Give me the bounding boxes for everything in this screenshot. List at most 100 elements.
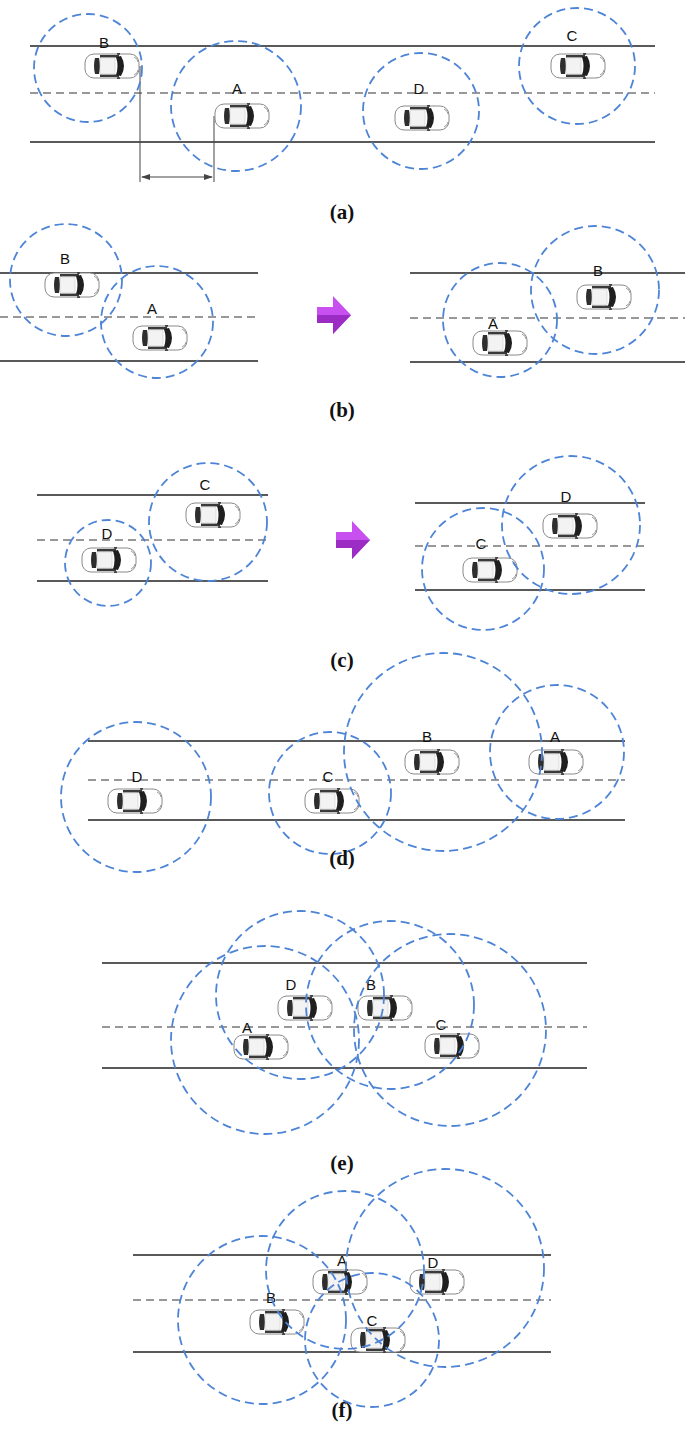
car — [463, 556, 517, 584]
range-circle-outline — [346, 1169, 544, 1367]
range-circle: C — [518, 7, 636, 125]
road-edge — [30, 45, 655, 47]
range-circle: B — [177, 1235, 347, 1405]
lane-divider — [415, 545, 645, 546]
range-circle: D — [501, 455, 641, 595]
car — [529, 748, 583, 776]
range-outline — [489, 684, 625, 820]
range-circle: D — [362, 52, 480, 170]
vehicle-label: A — [242, 1020, 252, 1035]
car — [358, 994, 412, 1022]
range-outline — [530, 225, 660, 355]
vehicle-label: D — [414, 81, 425, 96]
range-outline — [305, 920, 475, 1090]
range-outline — [170, 40, 302, 172]
road-edge — [102, 962, 587, 964]
transition-arrow-shade — [336, 540, 370, 559]
range-circle: A — [265, 1190, 425, 1350]
range-circle: A — [442, 262, 558, 378]
vehicle-label: B — [60, 251, 70, 266]
vehicle-label: D — [561, 489, 572, 504]
road-edge — [37, 580, 268, 582]
range-circle-outline — [178, 1236, 346, 1404]
car — [45, 271, 99, 299]
car — [85, 52, 139, 80]
road-edge — [410, 361, 685, 363]
vehicle-label: A — [147, 301, 157, 316]
road-edge — [88, 740, 625, 742]
range-circle-outline — [306, 921, 474, 1089]
range-circle-outline — [171, 41, 301, 171]
vehicle-label: A — [550, 729, 560, 744]
vehicle-label: A — [488, 316, 498, 331]
vehicle-label: C — [567, 28, 578, 43]
range-circle-outline — [10, 224, 122, 336]
vehicle-label: B — [99, 35, 109, 50]
vehicle-label: B — [422, 729, 432, 744]
lane-divider — [0, 316, 258, 317]
car — [543, 512, 597, 540]
range-circle-outline — [502, 456, 640, 594]
range-circle: B — [9, 223, 123, 337]
panel-label: (b) — [329, 400, 355, 421]
dimension-arrow — [142, 177, 212, 178]
range-outline — [518, 7, 636, 125]
lane-divider — [30, 92, 655, 93]
range-circle: C — [353, 933, 547, 1127]
range-circle: C — [421, 507, 545, 631]
range-circle-outline — [171, 946, 359, 1134]
range-circle-outline — [422, 508, 544, 630]
range-circle: D — [64, 519, 152, 607]
panel-label: (d) — [329, 848, 355, 869]
range-outline — [215, 910, 385, 1080]
vehicle-label: B — [266, 1290, 276, 1305]
road-edge — [415, 502, 645, 504]
car — [473, 329, 527, 357]
range-circle-outline — [519, 8, 635, 124]
range-circle: C — [148, 462, 268, 582]
road-edge — [0, 360, 258, 362]
vehicle-label: D — [286, 977, 297, 992]
road-edge — [88, 819, 625, 821]
range-circle-outline — [101, 266, 213, 378]
range-circle: A — [489, 684, 625, 820]
panel-label: (e) — [330, 1153, 353, 1174]
car — [186, 501, 240, 529]
car — [551, 52, 605, 80]
vehicle-label: D — [428, 1255, 439, 1270]
range-outline — [9, 223, 123, 337]
dimension-line — [214, 116, 215, 182]
range-circle: B — [530, 225, 660, 355]
range-circle-outline — [269, 732, 391, 854]
road-edge — [133, 1351, 551, 1353]
road-edge — [410, 272, 685, 274]
range-outline — [343, 652, 543, 852]
vehicle-label: B — [366, 977, 376, 992]
range-outline — [421, 507, 545, 631]
range-circle-outline — [531, 226, 659, 354]
range-outline — [501, 455, 641, 595]
range-outline — [362, 52, 480, 170]
range-outline — [170, 945, 360, 1135]
range-outline — [442, 262, 558, 378]
range-circle-outline — [34, 14, 142, 122]
range-outline — [100, 265, 214, 379]
lane-divider — [410, 317, 685, 318]
range-circle: D — [60, 721, 212, 873]
car — [577, 283, 631, 311]
range-circle-outline — [443, 263, 557, 377]
road-edge — [415, 589, 645, 591]
car — [82, 546, 136, 574]
range-circle-outline — [363, 53, 479, 169]
car — [215, 102, 269, 130]
car — [234, 1033, 288, 1061]
range-outline — [60, 721, 212, 873]
range-circle-outline — [65, 520, 151, 606]
car — [108, 787, 162, 815]
car — [405, 748, 459, 776]
vehicle-label: D — [102, 526, 113, 541]
range-circle: A — [170, 40, 302, 172]
vehicle-label: C — [200, 477, 211, 492]
vehicle-label: C — [367, 1313, 378, 1328]
